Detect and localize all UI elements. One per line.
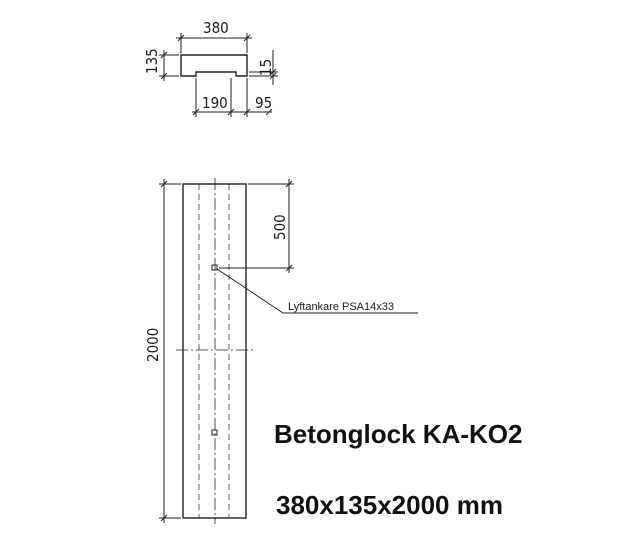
- center-offset-label: 190: [202, 94, 228, 112]
- section-height-label: 135: [143, 48, 161, 74]
- block-outline: [182, 183, 247, 519]
- section-width-label: 380: [203, 19, 229, 37]
- cross-section-view: [159, 33, 278, 117]
- section-outline: [180, 54, 248, 77]
- anchor-note: Lyftankare PSA14x33: [288, 301, 394, 313]
- anchor-spacing-label: 500: [271, 214, 289, 240]
- product-dimensions: 380x135x2000 mm: [276, 490, 503, 520]
- elevation-view: [159, 178, 418, 524]
- length-label: 2000: [144, 328, 162, 362]
- recess-depth-label: 15: [257, 59, 275, 76]
- product-title: Betonglock KA-KO2: [274, 419, 523, 449]
- recess-offset-label: 95: [255, 94, 272, 112]
- anchor-leader-line: [216, 268, 284, 314]
- lifting-anchor-top: [211, 264, 218, 271]
- lifting-anchor-bottom: [211, 429, 218, 436]
